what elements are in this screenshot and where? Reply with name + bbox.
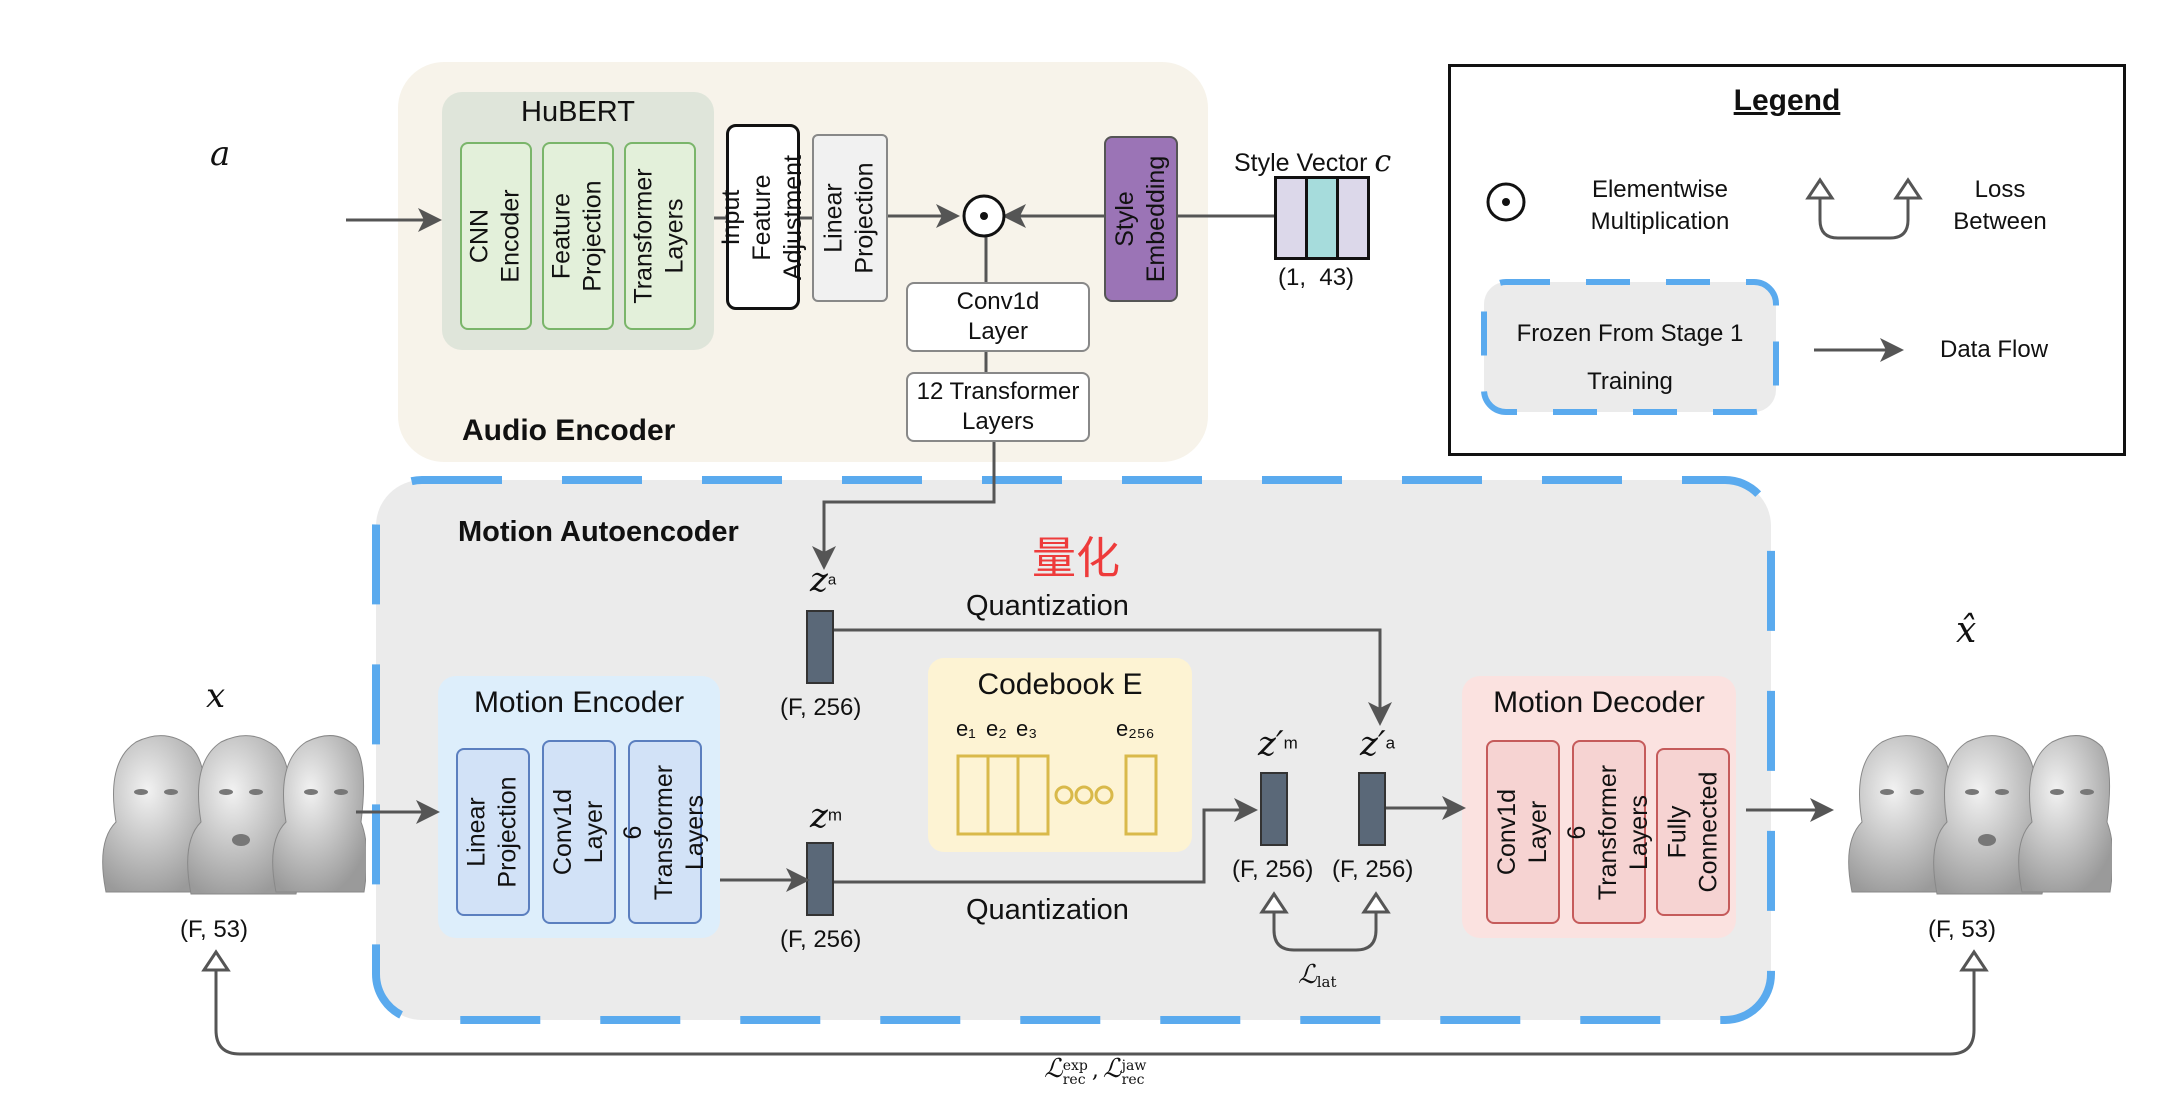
hubert-transformer-label: Transformer Layers bbox=[630, 168, 689, 304]
motion-transformer-label: 6 Transformer Layers bbox=[619, 764, 710, 900]
output-symbol: x̂ bbox=[1956, 610, 1977, 651]
motion-decoder-title: Motion Decoder bbox=[1493, 686, 1705, 719]
loss-lat-label: ℒlat bbox=[1298, 960, 1337, 992]
hubert-transformer-block: Transformer Layers bbox=[624, 142, 696, 330]
latent-za-symbol: za bbox=[810, 560, 837, 600]
elementwise-label: Elementwise Multiplication bbox=[1590, 176, 1730, 235]
latent-zm-sup: m bbox=[827, 805, 843, 825]
codebook-cells bbox=[956, 754, 1158, 836]
motion-autoencoder-title: Motion Autoencoder bbox=[458, 516, 739, 548]
latent-zm-bar bbox=[806, 842, 834, 916]
conv1d-label: Conv1d Layer bbox=[956, 288, 1040, 345]
frozen-legend-label: Frozen From Stage 1 Training bbox=[1516, 320, 1744, 395]
style-vector-label: Style Vector c bbox=[1234, 144, 1392, 179]
style-vector-shape: (1, 43) bbox=[1278, 264, 1355, 291]
decoder-fc-label: Fully Connected bbox=[1663, 771, 1722, 893]
decoder-transformer-label: 6 Transformer Layers bbox=[1563, 764, 1654, 900]
codebook-entry-e2: e₂ bbox=[986, 716, 1007, 741]
conv1d-block: Conv1d Layer bbox=[906, 282, 1090, 352]
latent-zqm-symbol: z′m bbox=[1258, 724, 1298, 764]
decoder-fc-block: Fully Connected bbox=[1656, 748, 1730, 916]
latent-zqa-shape: (F, 256) bbox=[1332, 856, 1414, 883]
latent-za-shape: (F, 256) bbox=[780, 694, 862, 721]
style-embedding-block: Style Embedding bbox=[1104, 136, 1178, 302]
input-symbol: x bbox=[206, 676, 226, 716]
audio-linear-projection-block: Linear Projection bbox=[812, 134, 888, 302]
motion-transformer-block: 6 Transformer Layers bbox=[620, 740, 710, 924]
output-heads-image bbox=[1848, 735, 2112, 895]
style-vector-cell bbox=[1308, 179, 1339, 257]
audio-linear-projection-label: Linear Projection bbox=[820, 162, 880, 274]
feature-projection-label: Feature Projection bbox=[548, 180, 608, 292]
latent-zqa-sup: a bbox=[1385, 733, 1396, 753]
quantization-top-label: Quantization bbox=[966, 590, 1129, 622]
decoder-conv1d-label: Conv1d Layer bbox=[1493, 788, 1553, 876]
latent-za-bar bbox=[806, 610, 834, 684]
audio-waveform-icon bbox=[108, 178, 332, 262]
decoder-conv1d-block: Conv1d Layer bbox=[1486, 740, 1560, 924]
input-heads-image bbox=[102, 735, 366, 895]
loss-rec-jaw-sub: rec bbox=[1121, 1071, 1145, 1088]
loss-lat-sub: lat bbox=[1316, 973, 1337, 992]
latent-zqm-bar bbox=[1260, 772, 1288, 846]
latent-zm-shape: (F, 256) bbox=[780, 926, 862, 953]
decoder-transformer-block: 6 Transformer Layers bbox=[1564, 740, 1654, 924]
latent-zqm-shape: (F, 256) bbox=[1232, 856, 1314, 883]
loss-rec-sep: , bbox=[1091, 1058, 1099, 1083]
motion-linear-projection-label: Linear Projection bbox=[463, 776, 523, 888]
quantize-chinese-label: 量化 bbox=[1032, 533, 1120, 584]
frozen-legend-box bbox=[1484, 282, 1776, 412]
style-vector-cell bbox=[1339, 179, 1367, 257]
latent-zqa-symbol: z′a bbox=[1360, 724, 1396, 764]
codebook-entry-e1: e₁ bbox=[956, 716, 976, 741]
style-vector-symbol: c bbox=[1374, 144, 1392, 179]
loss-rec-head-right bbox=[1959, 949, 1989, 972]
loss-rec-jaw-sup: jaw bbox=[1121, 1057, 1147, 1074]
cnn-encoder-label: CNN Encoder bbox=[466, 189, 525, 283]
audio-symbol: a bbox=[210, 134, 231, 174]
motion-encoder-title: Motion Encoder bbox=[473, 686, 685, 719]
hubert-title: HuBERT bbox=[521, 96, 635, 128]
loss-rec-head-left bbox=[201, 949, 231, 972]
feature-projection-block: Feature Projection bbox=[542, 142, 614, 330]
input-shape: (F, 53) bbox=[180, 916, 249, 943]
loss-rec-exp-sup: exp bbox=[1062, 1057, 1088, 1074]
latent-zqa-bar bbox=[1358, 772, 1386, 846]
loss-between-label: Loss Between bbox=[1953, 176, 2047, 235]
output-shape: (F, 53) bbox=[1928, 916, 1997, 943]
legend-title: Legend bbox=[1733, 84, 1841, 117]
frozen-legend-dash bbox=[1481, 279, 1779, 415]
codebook-entry-e256: e₂₅₆ bbox=[1116, 716, 1155, 741]
input-feature-adjustment-label: Input Feature Adjustment bbox=[717, 154, 808, 280]
input-feature-adjustment-block: Input Feature Adjustment bbox=[718, 124, 808, 310]
codebook-title: Codebook E bbox=[977, 668, 1143, 701]
latent-zqm-sup: m bbox=[1283, 733, 1298, 753]
style-vector-cell bbox=[1277, 179, 1308, 257]
loss-rec-exp-sub: rec bbox=[1062, 1071, 1086, 1088]
transformer12-label: 12 Transformer Layers bbox=[916, 378, 1080, 435]
style-vector-cells bbox=[1274, 176, 1370, 260]
motion-linear-projection-block: Linear Projection bbox=[456, 748, 530, 916]
latent-zm-symbol: zm bbox=[810, 796, 843, 836]
data-flow-label: Data Flow bbox=[1940, 336, 2049, 363]
latent-za-sup: a bbox=[827, 571, 837, 589]
audio-encoder-title: Audio Encoder bbox=[462, 414, 676, 447]
transformer12-block: 12 Transformer Layers bbox=[906, 372, 1090, 442]
motion-conv1d-label: Conv1d Layer bbox=[549, 788, 609, 876]
style-embedding-label: Style Embedding bbox=[1111, 155, 1171, 283]
codebook-entry-e3: e₃ bbox=[1016, 716, 1038, 741]
cnn-encoder-block: CNN Encoder bbox=[460, 142, 532, 330]
quantization-bottom-label: Quantization bbox=[966, 894, 1129, 926]
motion-conv1d-block: Conv1d Layer bbox=[542, 740, 616, 924]
